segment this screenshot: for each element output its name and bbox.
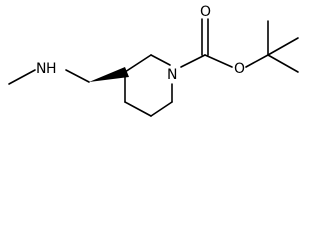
bond-c2-n1 bbox=[150, 54, 171, 66]
bond-tbu-methyl-down bbox=[267, 54, 299, 73]
bond-c6-c5 bbox=[150, 101, 173, 117]
ester-o-label: O bbox=[234, 61, 245, 77]
bond-ester-o-tbu-c bbox=[245, 54, 269, 68]
amine-n-label: N bbox=[36, 61, 46, 77]
bond-carbonyl-c-ester-o bbox=[204, 54, 233, 68]
amine-h-label: H bbox=[46, 61, 57, 77]
bond-tbu-methyl-right bbox=[267, 37, 299, 56]
bond-c5-c4 bbox=[124, 101, 152, 117]
stereo-wedge-bond bbox=[89, 67, 129, 82]
bond-n1-carbonyl-c bbox=[180, 54, 206, 68]
chemical-structure-diagram: N H N O O bbox=[8, 4, 299, 117]
bond-methyl-n bbox=[8, 69, 36, 85]
bond-c3-c2 bbox=[124, 54, 152, 73]
bond-n-ch2 bbox=[65, 69, 90, 83]
carbonyl-o-label: O bbox=[200, 4, 211, 20]
ring-n-label: N bbox=[167, 67, 177, 83]
